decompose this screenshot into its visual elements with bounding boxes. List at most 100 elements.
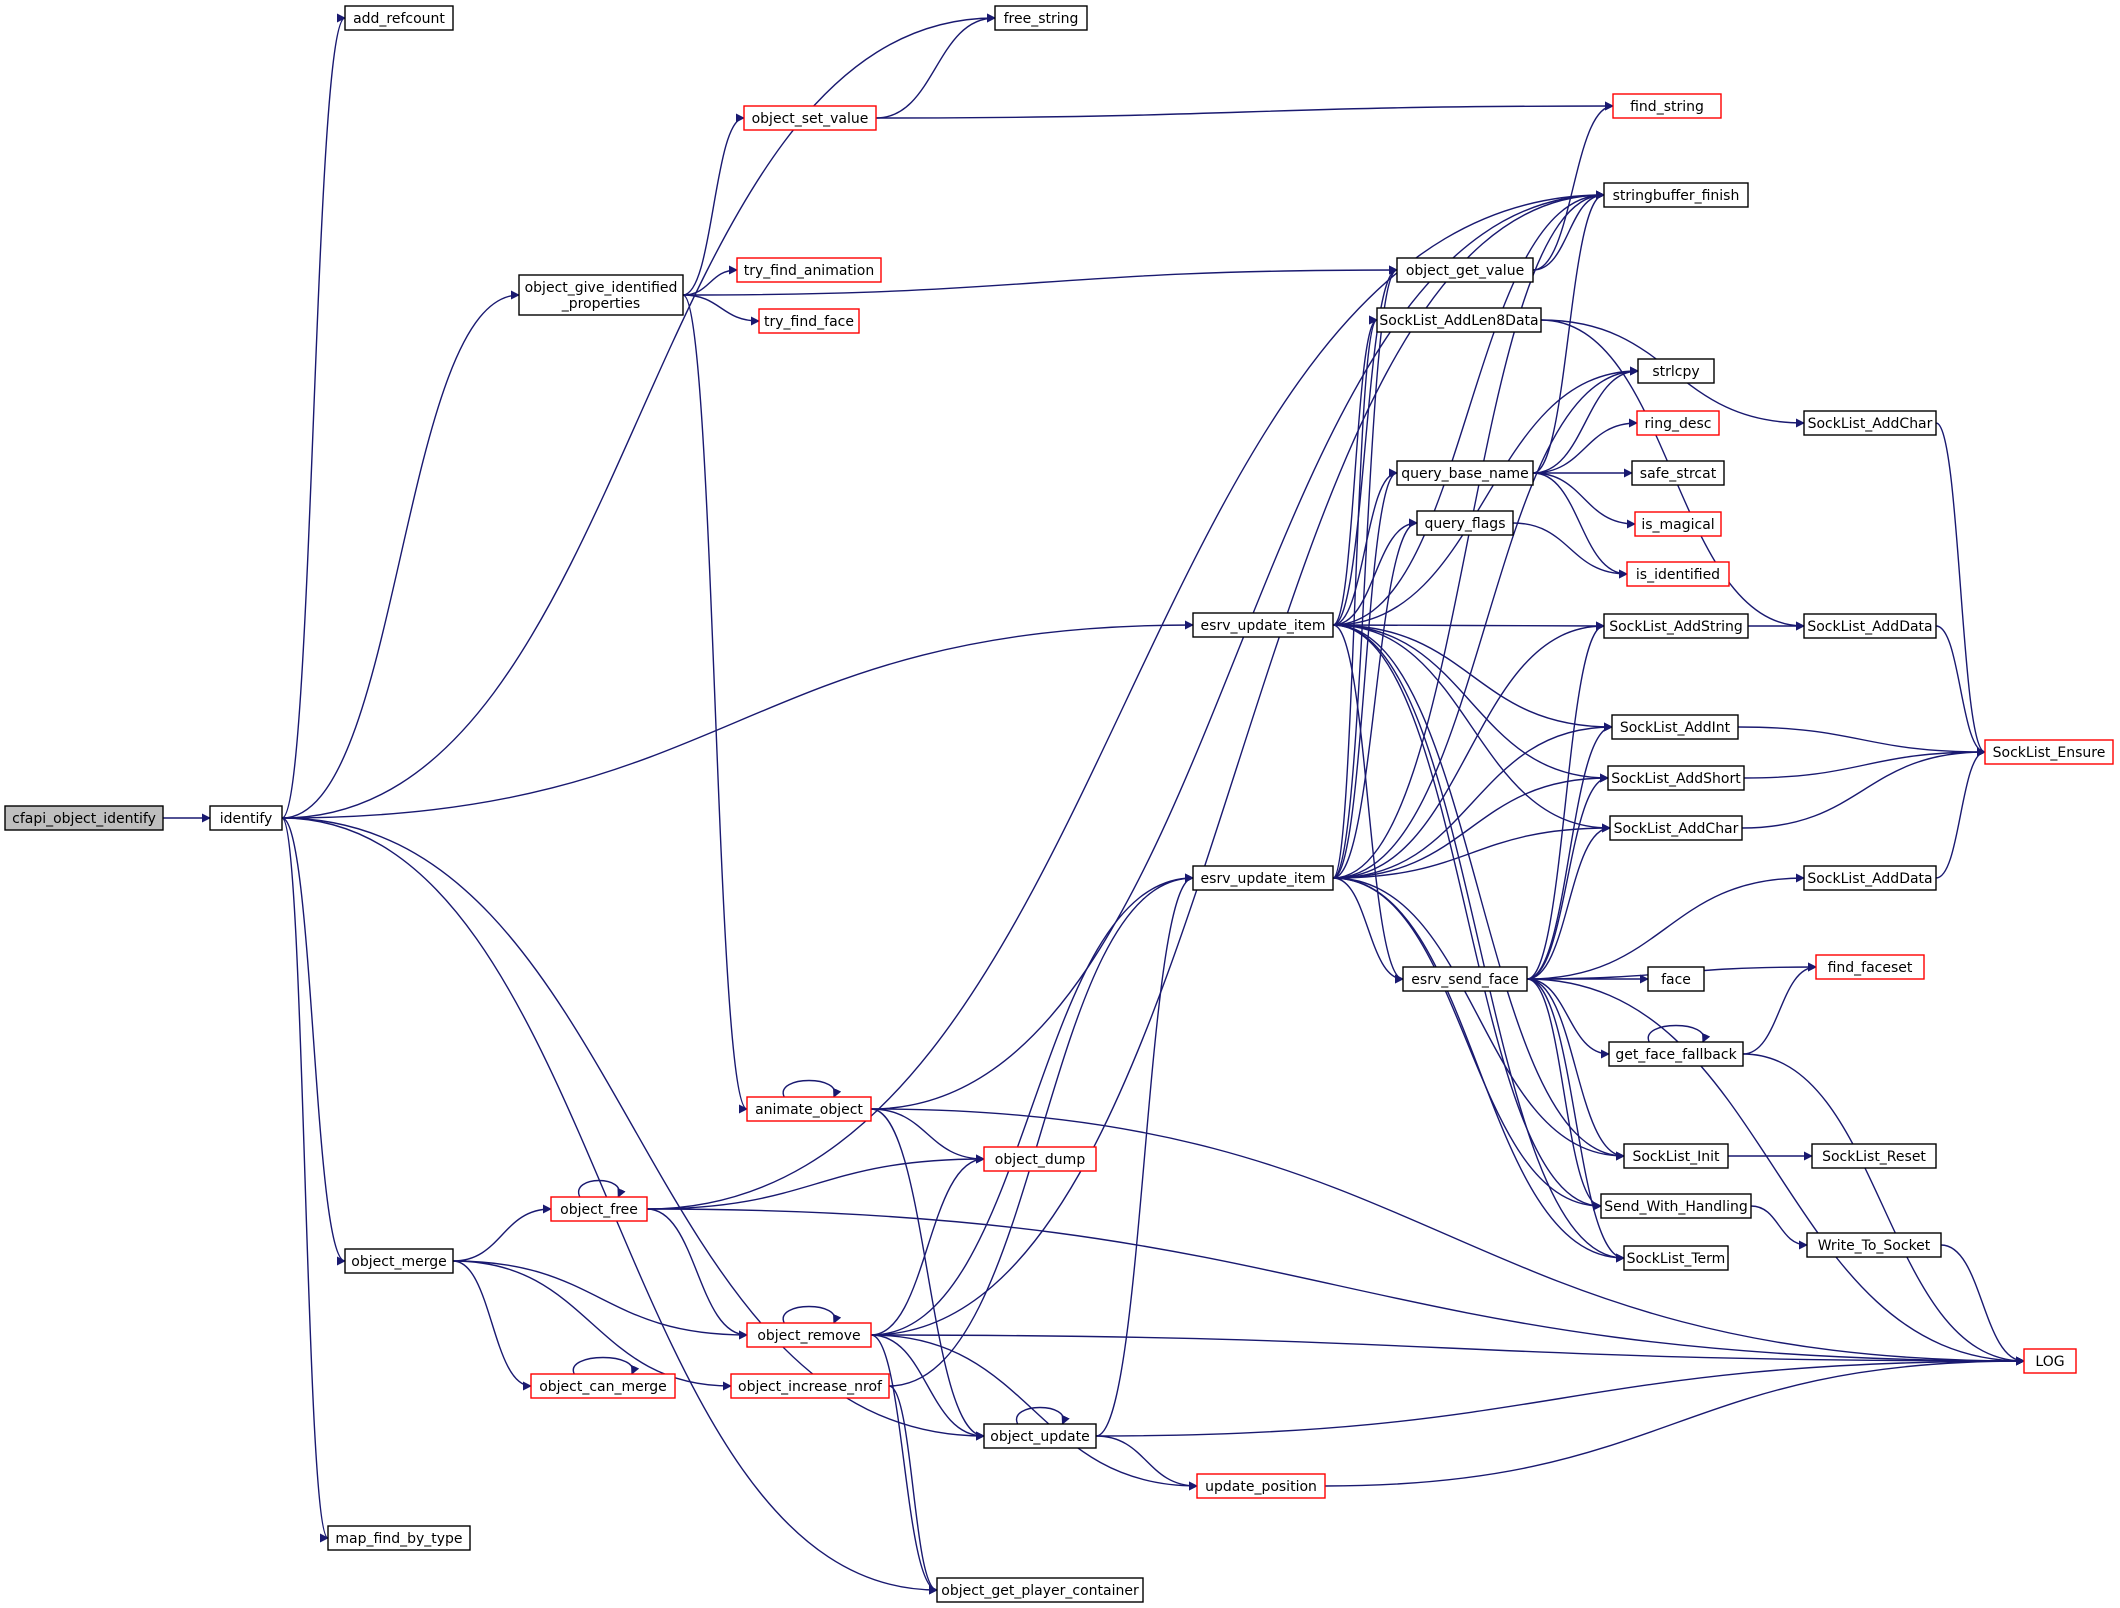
edge-object-set-value-to-free-string	[875, 13, 996, 119]
node-esrv-update-item-b[interactable]: esrv_update_item	[1192, 865, 1334, 891]
node-socklist-ensure[interactable]: SockList_Ensure	[1984, 739, 2114, 765]
edge-object-merge-to-object-increase-nrof	[452, 1260, 732, 1391]
node-label: SockList_AddChar	[1614, 821, 1739, 837]
node-box	[1402, 966, 1528, 992]
edge-object-get-value-to-stringbuffer-finish	[1532, 190, 1605, 271]
node-label: esrv_update_item	[1201, 618, 1326, 634]
node-safe-strcat[interactable]: safe_strcat	[1631, 460, 1725, 486]
edge-object-increase-nrof-to-esrv-update-item-b	[888, 873, 1194, 1387]
node-object-give-identified-properties[interactable]: object_give_identified_properties	[518, 274, 684, 316]
node-socklist-addstring[interactable]: SockList_AddString	[1603, 613, 1749, 639]
edge-esrv-update-item-a-to-socklist-addlen8data	[1332, 315, 1378, 626]
node-update-position[interactable]: update_position	[1196, 1473, 1326, 1499]
node-find-faceset[interactable]: find_faceset	[1815, 954, 1925, 980]
node-free-string[interactable]: free_string	[994, 5, 1088, 31]
node-object-set-value[interactable]: object_set_value	[743, 105, 877, 131]
node-try-find-face[interactable]: try_find_face	[758, 308, 860, 334]
edge-object-update-to-log	[1095, 1356, 2025, 1437]
edge-query-flags-to-is-identified	[1512, 522, 1628, 579]
node-label: try_find_animation	[744, 263, 874, 279]
edge-esrv-update-item-a-to-query-flags	[1332, 518, 1418, 626]
node-object-merge[interactable]: object_merge	[344, 1248, 454, 1274]
node-strlcpy[interactable]: strlcpy	[1637, 358, 1715, 384]
edge-object-merge-to-object-remove	[452, 1260, 748, 1340]
node-label: query_base_name	[1401, 466, 1529, 482]
node-box	[746, 1322, 872, 1348]
node-animate-object[interactable]: animate_object	[746, 1096, 872, 1122]
node-socklist-addchar-a[interactable]: SockList_AddChar	[1803, 410, 1937, 436]
node-cfapi-object-identify[interactable]: cfapi_object_identify	[4, 805, 164, 831]
node-socklist-addshort[interactable]: SockList_AddShort	[1607, 765, 1745, 791]
node-stringbuffer-finish[interactable]: stringbuffer_finish	[1603, 182, 1749, 208]
node-is-magical[interactable]: is_magical	[1634, 511, 1722, 537]
node-box	[1623, 1143, 1729, 1169]
node-box	[530, 1373, 676, 1399]
edge-esrv-update-item-a-to-object-get-value	[1332, 265, 1398, 626]
node-label: face	[1661, 972, 1691, 988]
node-write-to-socket[interactable]: Write_To_Socket	[1806, 1232, 1942, 1258]
node-get-face-fallback[interactable]: get_face_fallback	[1608, 1041, 1744, 1067]
node-object-free[interactable]: object_free	[550, 1196, 648, 1222]
node-is-identified[interactable]: is_identified	[1626, 561, 1730, 587]
node-object-get-player-container[interactable]: object_get_player_container	[936, 1577, 1144, 1603]
edge-object-update-to-object-update	[1015, 1406, 1070, 1425]
node-socklist-reset[interactable]: SockList_Reset	[1811, 1143, 1937, 1169]
edge-object-merge-to-object-free	[452, 1204, 552, 1262]
edges-layer	[163, 13, 2025, 1595]
edge-socklist-adddata-b-to-socklist-ensure	[1935, 747, 1986, 879]
node-log[interactable]: LOG	[2023, 1348, 2077, 1374]
node-map-find-by-type[interactable]: map_find_by_type	[327, 1525, 471, 1551]
node-face[interactable]: face	[1647, 966, 1705, 992]
edge-esrv-update-item-a-to-socklist-addstring	[1332, 621, 1605, 631]
node-socklist-init[interactable]: SockList_Init	[1623, 1143, 1729, 1169]
edge-object-give-identified-properties-to-object-set-value	[682, 113, 745, 296]
node-socklist-adddata-b[interactable]: SockList_AddData	[1803, 865, 1937, 891]
edge-identify-to-add-refcount	[281, 13, 346, 819]
node-socklist-addchar-b[interactable]: SockList_AddChar	[1609, 815, 1743, 841]
node-box	[1803, 410, 1937, 436]
edge-socklist-addint-to-socklist-ensure	[1737, 726, 1986, 757]
edge-esrv-send-face-to-socklist-addshort	[1526, 773, 1609, 980]
node-label: add_refcount	[353, 11, 445, 27]
node-find-string[interactable]: find_string	[1612, 93, 1722, 119]
node-box	[1376, 307, 1542, 333]
edge-object-remove-to-object-update	[870, 1334, 985, 1441]
node-label: SockList_Init	[1632, 1149, 1720, 1165]
node-send-with-handling[interactable]: Send_With_Handling	[1600, 1193, 1752, 1219]
node-socklist-adddata-a[interactable]: SockList_AddData	[1803, 613, 1937, 639]
node-ring-desc[interactable]: ring_desc	[1636, 410, 1720, 436]
node-object-can-merge[interactable]: object_can_merge	[530, 1373, 676, 1399]
node-label: find_string	[1630, 99, 1704, 115]
node-socklist-addint[interactable]: SockList_AddInt	[1611, 714, 1739, 740]
node-esrv-update-item-a[interactable]: esrv_update_item	[1192, 612, 1334, 638]
node-box	[1603, 613, 1749, 639]
edge-socklist-addchar-a-to-socklist-ensure	[1935, 422, 1986, 757]
node-box	[758, 308, 860, 334]
node-socklist-term[interactable]: SockList_Term	[1623, 1245, 1729, 1271]
node-label: get_face_fallback	[1615, 1047, 1737, 1063]
edge-object-get-value-to-find-string	[1532, 101, 1614, 271]
edge-esrv-update-item-b-to-query-base-name	[1332, 468, 1398, 879]
node-box	[2023, 1348, 2077, 1374]
node-object-increase-nrof[interactable]: object_increase_nrof	[730, 1373, 890, 1399]
edge-object-give-identified-properties-to-try-find-face	[682, 294, 760, 326]
node-socklist-addlen8data[interactable]: SockList_AddLen8Data	[1376, 307, 1542, 333]
node-box	[736, 257, 882, 283]
node-object-dump[interactable]: object_dump	[983, 1146, 1097, 1172]
node-label: LOG	[2035, 1354, 2064, 1370]
node-add-refcount[interactable]: add_refcount	[344, 5, 454, 31]
node-box	[1637, 358, 1715, 384]
edge-update-position-to-log	[1324, 1356, 2025, 1487]
node-identify[interactable]: identify	[209, 805, 283, 831]
node-label: SockList_Reset	[1822, 1149, 1926, 1165]
edge-esrv-update-item-b-to-stringbuffer-finish	[1332, 190, 1605, 879]
node-query-base-name[interactable]: query_base_name	[1396, 460, 1534, 486]
node-object-remove[interactable]: object_remove	[746, 1322, 872, 1348]
node-box	[1806, 1232, 1942, 1258]
node-query-flags[interactable]: query_flags	[1416, 510, 1514, 536]
node-object-update[interactable]: object_update	[983, 1423, 1097, 1449]
node-box	[1803, 865, 1937, 891]
node-esrv-send-face[interactable]: esrv_send_face	[1402, 966, 1528, 992]
node-object-get-value[interactable]: object_get_value	[1396, 257, 1534, 283]
node-try-find-animation[interactable]: try_find_animation	[736, 257, 882, 283]
